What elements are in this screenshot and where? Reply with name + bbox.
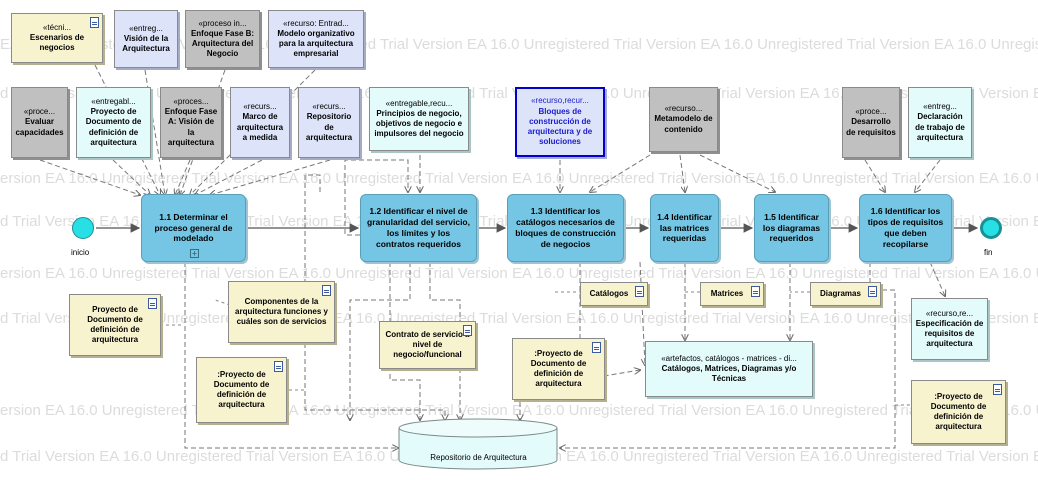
artifact-bloques-construccion[interactable]: «recurso,recur... Bloques de construcció… <box>515 87 605 157</box>
artifact-name: Visión de la Arquitectura <box>122 33 170 54</box>
document-icon <box>148 298 157 309</box>
artifact-stereotype: «recurs... <box>312 102 346 112</box>
document-icon <box>322 285 331 296</box>
document-icon <box>90 17 99 28</box>
artifact-stereotype: «proceso in... <box>198 18 247 28</box>
artifact-declaracion-trabajo[interactable]: «entreg... Declaración de trabajo de arq… <box>908 87 972 158</box>
note-proyecto-documento-3[interactable]: :Proyecto de Documento de definición de … <box>512 338 605 400</box>
artifact-desarrollo-requisitos[interactable]: «proce... Desarrollo de requisitos <box>842 87 900 158</box>
end-event[interactable] <box>980 217 1002 239</box>
note-text: :Proyecto de Documento de definición de … <box>530 348 587 389</box>
artifact-name: Principios de negocio, objetivos de nego… <box>374 108 464 139</box>
note-catalogos[interactable]: Catálogos <box>580 282 648 306</box>
document-icon <box>463 325 472 336</box>
note-matrices[interactable]: Matrices <box>700 282 764 306</box>
artifact-vision-arquitectura[interactable]: «entreg... Visión de la Arquitectura <box>114 10 178 68</box>
artifact-catalogos-matrices[interactable]: «artefactos, catálogos - matrices - di..… <box>645 341 813 397</box>
artifact-repositorio-arquitectura[interactable]: «recurs... Repositorio de arquitectura <box>298 87 360 158</box>
artifact-stereotype: «recurso... <box>664 104 703 114</box>
task-label: 1.2 Identificar el nivel de granularidad… <box>367 206 470 249</box>
note-diagramas[interactable]: Diagramas <box>810 282 881 306</box>
task-1-4[interactable]: 1.4 Identificar las matrices requeridas <box>650 194 719 262</box>
task-label: 1.6 Identificar los tipos de requisitos … <box>867 206 944 249</box>
task-1-3[interactable]: 1.3 Identificar los catálogos necesarios… <box>507 194 624 262</box>
note-proyecto-documento-2[interactable]: :Proyecto de Documento de definición de … <box>196 357 287 423</box>
artifact-metamodelo-contenido[interactable]: «recurso... Metamodelo de contenido <box>649 87 718 152</box>
task-1-2[interactable]: 1.2 Identificar el nivel de granularidad… <box>360 194 477 262</box>
artifact-name: Repositorio de arquitectura <box>305 112 353 142</box>
note-text: Matrices <box>710 288 744 298</box>
artifact-stereotype: «entregabl... <box>91 96 136 106</box>
artifact-name: Enfoque Fase A: Visión de la arquitectur… <box>164 107 218 147</box>
task-label: 1.4 Identificar las matrices requeridas <box>657 211 712 244</box>
note-proyecto-documento-4[interactable]: :Proyecto de Documento de definición de … <box>911 380 1006 444</box>
document-icon <box>993 384 1002 395</box>
artifact-enfoque-fase-b[interactable]: «proceso in... Enfoque Fase B: Arquitect… <box>185 10 260 68</box>
artifact-stereotype: «recurs... <box>243 102 277 112</box>
start-event-label: inicio <box>71 248 90 257</box>
artifact-name: Escenarios de negocios <box>29 32 85 53</box>
artifact-modelo-organizativo[interactable]: «recurso: Entrad... Modelo organizativo … <box>268 10 364 68</box>
task-label: 1.5 Identificar los diagramas requeridos <box>762 211 821 244</box>
artifact-marco-arquitectura[interactable]: «recurs... Marco de arquitectura a medid… <box>230 87 290 158</box>
note-contrato-servicio[interactable]: Contrato de servicio a nivel de negocio/… <box>379 321 476 369</box>
task-label: 1.3 Identificar los catálogos necesarios… <box>515 206 616 249</box>
note-text: :Proyecto de Documento de definición de … <box>213 369 270 410</box>
artifact-escenarios-negocios[interactable]: «técni... Escenarios de negocios <box>11 13 103 63</box>
artifact-evaluar-capacidades[interactable]: «proce... Evaluar capacidades <box>11 87 68 158</box>
artifact-name: Especificación de requisitos de arquitec… <box>915 318 984 349</box>
artifact-principios-negocio[interactable]: «entregable,recu... Principios de negoci… <box>369 87 469 151</box>
artifact-name: Declaración de trabajo de arquitectura <box>915 112 965 142</box>
document-icon <box>868 286 877 297</box>
artifact-name: Proyecto de Documento de definición de a… <box>85 107 142 147</box>
artifact-stereotype: «recurso: Entrad... <box>283 18 349 28</box>
document-icon <box>751 286 760 297</box>
artifact-stereotype: «técni... <box>42 22 71 32</box>
artifact-name: Desarrollo de requisitos <box>846 117 896 137</box>
note-proyecto-documento[interactable]: Proyecto de Documento de definición de a… <box>69 294 161 356</box>
artifact-especificacion-requisitos[interactable]: «recurso,re... Especificación de requisi… <box>911 298 988 360</box>
artifact-name: Catálogos, Matrices, Diagramas y/o Técni… <box>661 363 797 384</box>
artifact-stereotype: «entregable,recu... <box>385 98 453 108</box>
note-text: Contrato de servicio a nivel de negocio/… <box>385 329 470 360</box>
note-text: Componentes de la arquitectura funciones… <box>235 296 328 327</box>
artifact-stereotype: «entreg... <box>923 102 957 112</box>
start-event[interactable] <box>72 217 94 239</box>
datastore-label: Repositorio de Arquitectura <box>430 453 527 462</box>
note-text: Diagramas <box>820 288 861 298</box>
artifact-name: Metamodelo de contenido <box>654 114 713 134</box>
artifact-enfoque-fase-a[interactable]: «proces... Enfoque Fase A: Visión de la … <box>160 87 222 158</box>
artifact-proyecto-documento[interactable]: «entregabl... Proyecto de Documento de d… <box>76 87 151 158</box>
artifact-stereotype: «proce... <box>23 107 56 117</box>
artifact-name: Marco de arquitectura a medida <box>236 112 284 142</box>
artifact-stereotype: «proce... <box>855 107 887 117</box>
task-1-1[interactable]: 1.1 Determinar el proceso general de mod… <box>141 194 246 262</box>
subprocess-icon: + <box>190 249 199 258</box>
note-text: Proyecto de Documento de definición de a… <box>87 304 143 345</box>
task-1-6[interactable]: 1.6 Identificar los tipos de requisitos … <box>859 194 952 262</box>
note-componentes-arquitectura[interactable]: Componentes de la arquitectura funciones… <box>228 281 335 343</box>
document-icon <box>274 361 283 372</box>
document-icon <box>635 286 644 297</box>
artifact-name: Enfoque Fase B: Arquitectura del Negocio <box>190 28 255 59</box>
end-event-label: fin <box>984 248 993 257</box>
artifact-stereotype: «recurso,re... <box>925 308 974 318</box>
database-icon <box>398 418 558 470</box>
artifact-stereotype: «recurso,recur... <box>531 96 589 106</box>
artifact-stereotype: «proces... <box>173 96 209 106</box>
note-text: :Proyecto de Documento de definición de … <box>930 391 987 432</box>
note-text: Catálogos <box>589 288 629 298</box>
datastore-repositorio[interactable]: Repositorio de Arquitectura <box>398 418 559 470</box>
artifact-stereotype: «entreg... <box>129 23 163 33</box>
task-label: 1.1 Determinar el proceso general de mod… <box>154 211 233 244</box>
document-icon <box>592 342 601 353</box>
artifact-name: Evaluar capacidades <box>15 117 64 137</box>
artifact-name: Modelo organizativo para la arquitectura… <box>277 28 355 59</box>
task-1-5[interactable]: 1.5 Identificar los diagramas requeridos <box>754 194 829 262</box>
artifact-name: Bloques de construcción de arquitectura … <box>527 106 593 147</box>
artifact-stereotype: «artefactos, catálogos - matrices - di..… <box>661 353 797 363</box>
